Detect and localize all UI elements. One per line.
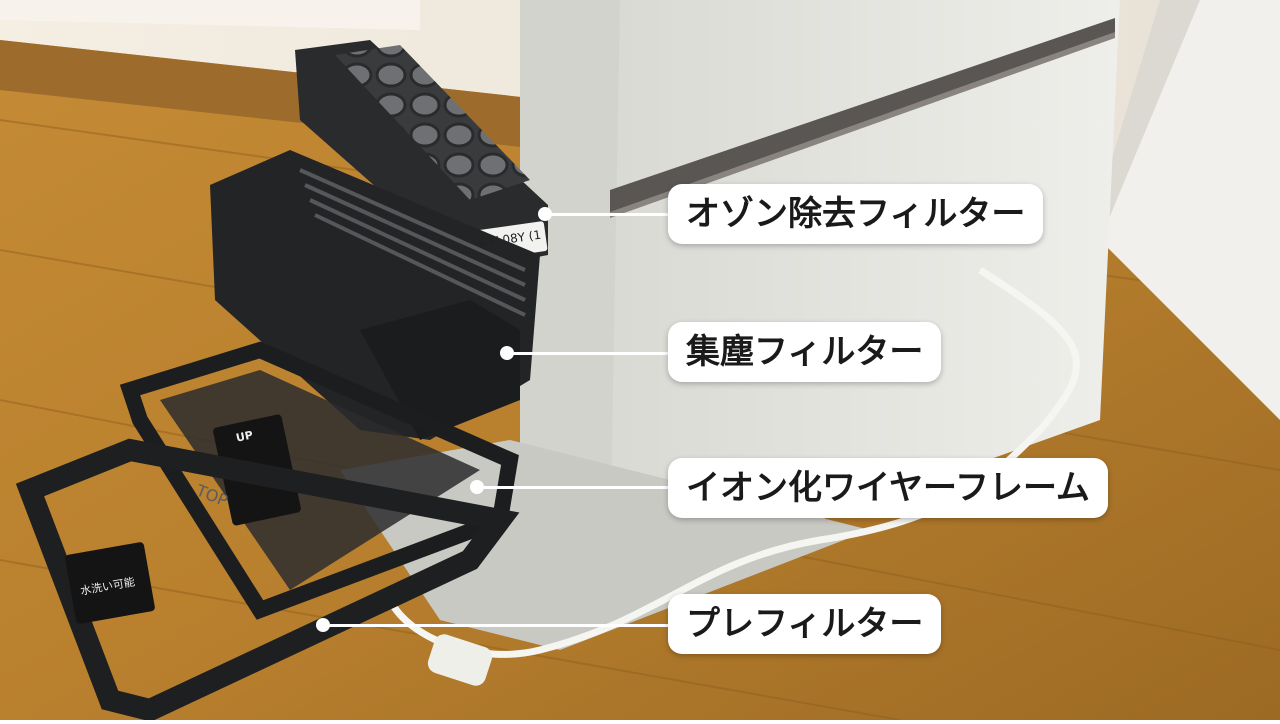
ion-frame-label: イオン化ワイヤーフレーム <box>668 458 1108 518</box>
dust-filter-leader <box>510 352 670 355</box>
ozone-filter-shape <box>295 40 548 270</box>
power-cord <box>386 267 1080 658</box>
pre-filter-label: プレフィルター <box>668 594 942 654</box>
ozone-filter-pointer <box>538 207 552 221</box>
dust-filter-pointer <box>500 346 514 360</box>
dark-stripe <box>610 18 1115 214</box>
pre-filter-shape <box>15 438 520 722</box>
air-purifier-body <box>600 0 1120 560</box>
ion-frame-leader <box>480 486 670 489</box>
ozone-filter-leader <box>548 213 670 216</box>
ozone-filter-label: オゾン除去フィルター <box>668 184 1044 244</box>
pre-filter-pointer <box>316 618 330 632</box>
ion-frame-pointer <box>470 480 484 494</box>
pre-filter-leader <box>326 624 670 627</box>
dust-filter-label: 集塵フィルター <box>668 322 942 382</box>
